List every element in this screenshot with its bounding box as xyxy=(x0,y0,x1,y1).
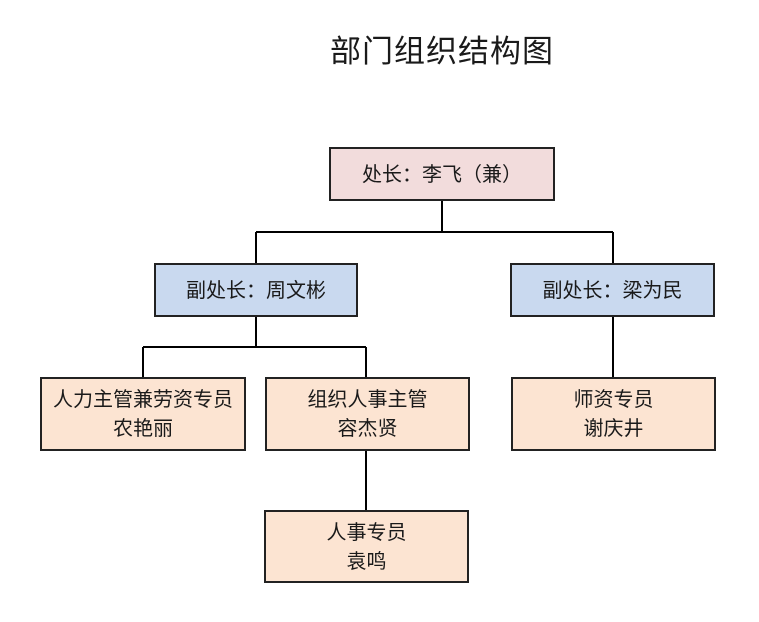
node-deputy-left: 副处长：周文彬 xyxy=(154,263,358,317)
node-teacher-role: 师资专员 xyxy=(573,387,654,411)
node-hr-staff: 人事专员 袁鸣 xyxy=(264,510,469,583)
node-deputy-right-role: 副处长：梁为民 xyxy=(542,277,683,302)
node-hr-labor: 人力主管兼劳资专员 农艳丽 xyxy=(40,377,246,451)
node-hr-labor-person: 农艳丽 xyxy=(113,416,173,440)
node-teacher-person: 谢庆井 xyxy=(583,416,644,440)
node-org-hr-role: 组织人事主管 xyxy=(307,387,428,411)
node-deputy-right: 副处长：梁为民 xyxy=(510,263,715,317)
page-title: 部门组织结构图 xyxy=(330,34,554,70)
node-head: 处长：李飞（兼） xyxy=(329,147,555,201)
node-head-role: 处长：李飞（兼） xyxy=(362,161,522,186)
node-hr-labor-role: 人力主管兼劳资专员 xyxy=(53,387,233,411)
node-org-hr-person: 容杰贤 xyxy=(337,416,398,440)
node-deputy-left-role: 副处长：周文彬 xyxy=(186,277,326,302)
node-org-hr: 组织人事主管 容杰贤 xyxy=(265,377,470,451)
node-teacher: 师资专员 谢庆井 xyxy=(511,377,716,451)
node-hr-staff-person: 袁鸣 xyxy=(346,548,387,573)
node-hr-staff-role: 人事专员 xyxy=(326,519,407,544)
